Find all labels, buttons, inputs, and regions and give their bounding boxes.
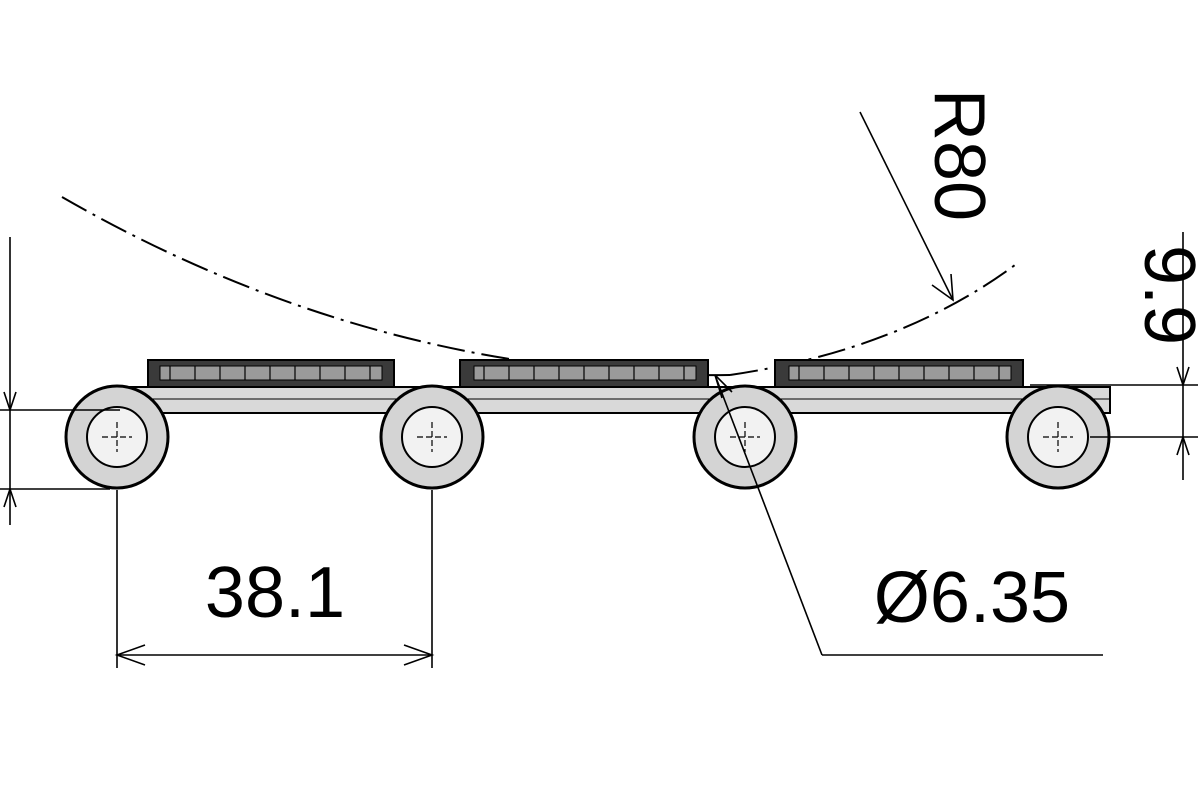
roller bbox=[64, 384, 170, 490]
rollers bbox=[64, 384, 1111, 490]
radius-leader bbox=[859, 111, 954, 302]
bend-radius-arc bbox=[61, 196, 731, 377]
roller bbox=[692, 384, 798, 490]
radius-label: R80 bbox=[919, 89, 999, 221]
roller bbox=[379, 384, 485, 490]
top-plate bbox=[459, 359, 709, 388]
top-plate bbox=[774, 359, 1024, 388]
top-plate bbox=[147, 359, 395, 388]
bend-radius-arc-right bbox=[729, 264, 1016, 376]
pin-diameter-leader bbox=[714, 374, 1103, 656]
pitch-dimension bbox=[114, 490, 435, 668]
top-plates bbox=[147, 359, 1024, 388]
pitch-label: 38.1 bbox=[205, 553, 345, 633]
left-height-dimension bbox=[0, 237, 120, 525]
pin-diameter-label: Ø6.35 bbox=[874, 558, 1070, 638]
roller bbox=[1005, 384, 1111, 490]
thickness-label: 9.9 bbox=[1129, 245, 1200, 345]
chain-band bbox=[119, 386, 1111, 414]
thickness-dimension bbox=[1030, 232, 1198, 480]
